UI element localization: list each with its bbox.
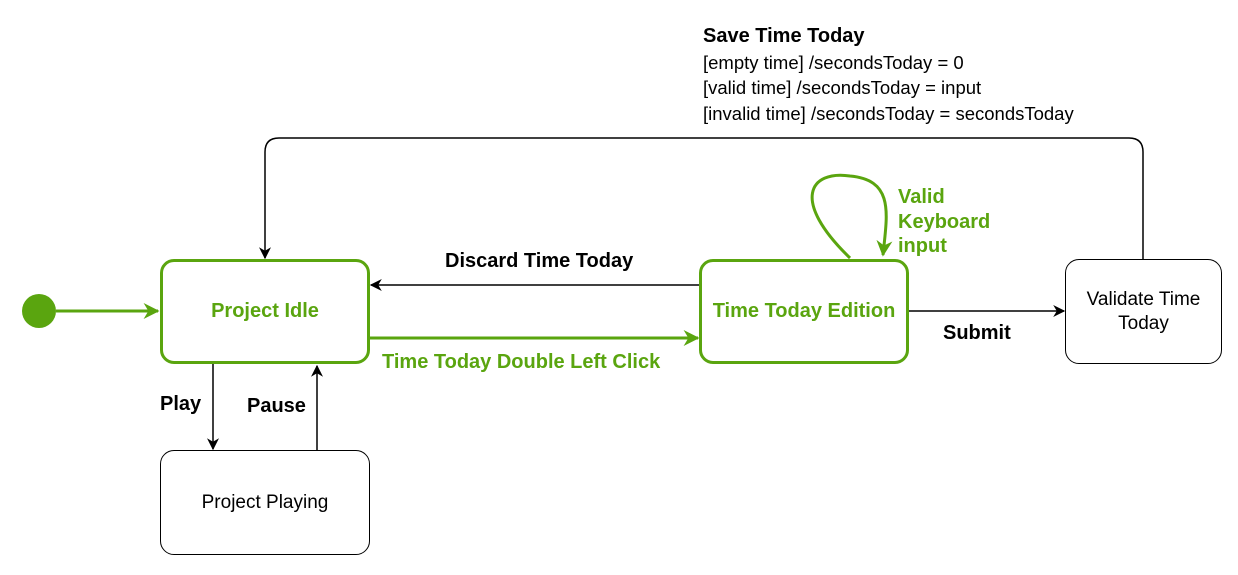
- save-transition-title: Save Time Today: [703, 25, 865, 47]
- save-transition-arrow: [259, 137, 1144, 260]
- valid-input-transition-label: Valid Keyboard input: [898, 186, 991, 257]
- play-transition-label: Play: [160, 393, 202, 415]
- state-time-today-edition: Time Today Edition: [699, 259, 909, 364]
- pause-transition-label: Pause: [247, 395, 306, 417]
- discard-transition-label: Discard Time Today: [445, 250, 634, 272]
- state-validate-time-today: Validate Time Today: [1065, 259, 1222, 364]
- submit-transition-label: Submit: [943, 322, 1011, 344]
- double-click-transition-label: Time Today Double Left Click: [382, 351, 661, 373]
- guard-invalid-time: [invalid time] /secondsToday = secondsTo…: [703, 102, 1074, 124]
- guard-empty-time: [empty time] /secondsToday = 0: [703, 51, 964, 73]
- state-project-idle-label: Project Idle: [211, 300, 319, 322]
- state-project-playing-label: Project Playing: [201, 491, 329, 513]
- state-project-playing: Project Playing: [160, 450, 370, 555]
- state-validate-time-today-label: Validate Time Today: [1086, 288, 1201, 334]
- save-transition-label: Save Time Today [empty time] /secondsTod…: [703, 24, 1074, 126]
- guard-valid-time: [valid time] /secondsToday = input: [703, 77, 982, 98]
- valid-input-self-loop-arrow: [810, 173, 893, 260]
- state-project-idle: Project Idle: [160, 259, 370, 364]
- state-time-today-edition-label: Time Today Edition: [712, 300, 896, 322]
- initial-state: [22, 294, 56, 328]
